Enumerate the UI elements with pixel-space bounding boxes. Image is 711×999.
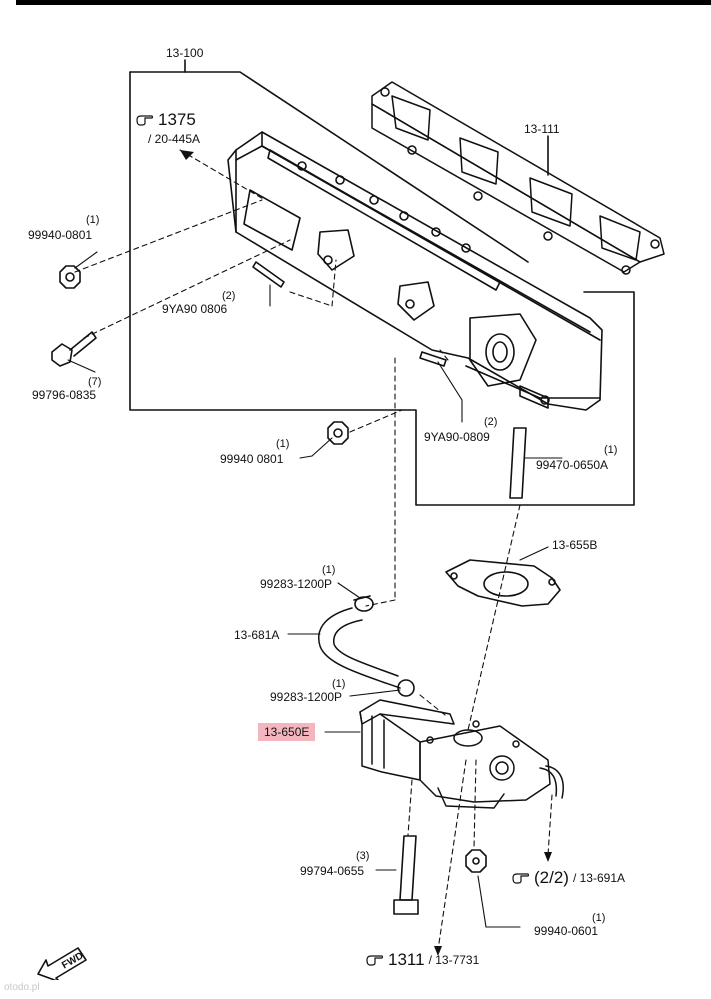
- qty-nut-bottom: (1): [592, 912, 606, 924]
- part-label-13-681a: 13-681A: [234, 628, 280, 642]
- watermark: otodo.pl: [4, 982, 40, 993]
- manifold-bracket-top: [129, 71, 529, 263]
- reference-1375-sub: / 20-445A: [148, 132, 201, 146]
- qty-nut-mid: (1): [276, 438, 290, 450]
- pointing-hand-icon: [366, 954, 384, 966]
- qty-long-stud: (1): [604, 444, 618, 456]
- hose-icon: [318, 607, 401, 689]
- clamp-icon-lower: [397, 679, 415, 697]
- assembly-lines: [74, 149, 553, 951]
- part-label-99940-0801: 99940-0801: [28, 228, 93, 242]
- pointing-hand-icon: [512, 872, 530, 884]
- pointing-hand-icon: [136, 114, 154, 126]
- qty-clamp-upper: (1): [322, 564, 336, 576]
- part-label-99283-1200p-lower: 99283-1200P: [270, 690, 343, 704]
- reference-2-2-number: (2/2): [534, 868, 569, 887]
- part-label-13-111: 13-111: [524, 122, 560, 136]
- reference-2-2[interactable]: (2/2) / 13-691A: [512, 868, 625, 887]
- part-label-99796-0835: 99796-0835: [32, 388, 97, 402]
- reference-1311-sub: / 13-7731: [428, 952, 480, 967]
- leader-lines: [67, 251, 563, 928]
- nut-icon-top: [59, 265, 81, 289]
- qty-clamp-lower: (1): [332, 678, 346, 690]
- qty-bolt-left: (7): [88, 376, 102, 388]
- bolt-icon-bottom: [393, 835, 419, 915]
- egr-cooler-icon: [359, 699, 564, 809]
- nut-icon-bottom: [465, 849, 487, 873]
- stud-icon-right: [419, 351, 447, 367]
- manifold-body: [227, 131, 603, 411]
- reference-1375-number: 1375: [158, 110, 196, 129]
- reference-1311-number: 1311: [388, 950, 425, 969]
- manifold-gasket: [371, 81, 665, 275]
- part-label-99940-0801-mid: 99940 0801: [220, 452, 284, 466]
- qty-nut-top: (1): [86, 214, 100, 226]
- reference-1311[interactable]: 1311 / 13-7731: [366, 950, 479, 969]
- part-label-13-100: 13-100: [166, 46, 204, 60]
- nut-icon-mid: [327, 421, 349, 445]
- part-label-99283-1200p-upper: 99283-1200P: [260, 577, 333, 591]
- part-label-99940-0601: 99940-0601: [534, 924, 599, 938]
- top-border: [16, 0, 711, 5]
- qty-stud-right: (2): [484, 416, 498, 428]
- part-label-13-655b: 13-655B: [552, 538, 598, 552]
- part-label-99794-0655: 99794-0655: [300, 864, 365, 878]
- fwd-indicator: FWD: [34, 934, 98, 985]
- part-label-9ya90-0806: 9YA90 0806: [162, 302, 228, 316]
- qty-stud-left: (2): [222, 290, 236, 302]
- part-label-9ya90-0809: 9YA90-0809: [424, 430, 490, 444]
- qty-bolt-bottom: (3): [356, 850, 370, 862]
- part-label-99470-0650a: 99470-0650A: [536, 458, 609, 472]
- arrow-heads: [180, 150, 552, 956]
- egr-gasket-icon: [445, 559, 561, 607]
- bolt-icon-left: [51, 331, 97, 367]
- reference-2-2-sub: / 13-691A: [572, 870, 626, 885]
- manifold-bracket: [129, 71, 635, 506]
- stud-icon-left: [252, 261, 285, 288]
- clamp-icon-upper: [353, 595, 374, 612]
- fwd-arrow-icon: FWD: [37, 947, 87, 983]
- long-stud-icon: [509, 427, 527, 499]
- part-label-13-650e-highlighted[interactable]: 13-650E: [258, 723, 316, 741]
- reference-1375[interactable]: 1375: [136, 110, 196, 129]
